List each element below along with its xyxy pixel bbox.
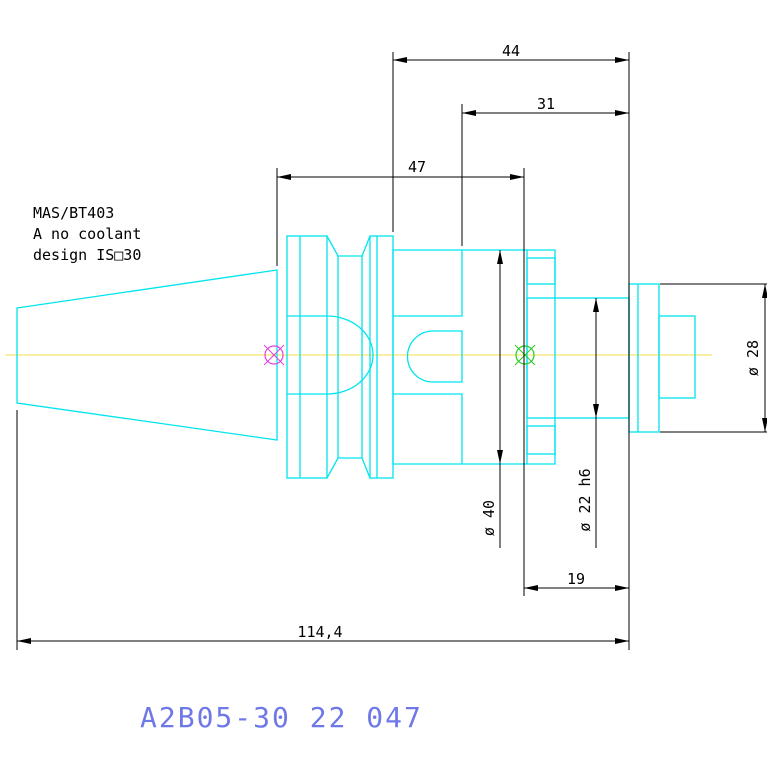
taper-shank — [16, 269, 278, 441]
drive-slot-arc — [326, 315, 374, 395]
holder-outline — [16, 235, 696, 479]
collar — [628, 283, 660, 433]
nose — [526, 297, 630, 419]
v-groove — [326, 235, 371, 257]
note-line-3: design IS□30 — [33, 246, 141, 264]
clamp-nut-bottom — [526, 425, 556, 455]
dim-31: 31 — [537, 95, 555, 113]
tool-stub — [658, 315, 696, 399]
flange-front — [286, 235, 328, 479]
dim-28: ø 28 — [744, 340, 762, 376]
dim-114-4: 114,4 — [297, 623, 342, 641]
marker-right — [514, 344, 536, 366]
dim-44: 44 — [502, 42, 520, 60]
dim-19: 19 — [567, 570, 585, 588]
clamp-nut-top — [526, 257, 556, 285]
marker-left — [263, 344, 285, 366]
dim-47: 47 — [408, 158, 426, 176]
dimension-arrows — [17, 57, 767, 644]
note-line-1: MAS/BT403 — [33, 204, 114, 222]
dimension-lines — [16, 52, 767, 650]
part-number-title: A2B05-30 22 047 — [140, 701, 423, 734]
dim-40: ø 40 — [480, 500, 498, 536]
bore-arc — [406, 330, 463, 383]
dim-22h6: ø 22 h6 — [576, 468, 594, 531]
holder-body — [392, 249, 556, 465]
note-line-2: A no coolant — [33, 225, 141, 243]
